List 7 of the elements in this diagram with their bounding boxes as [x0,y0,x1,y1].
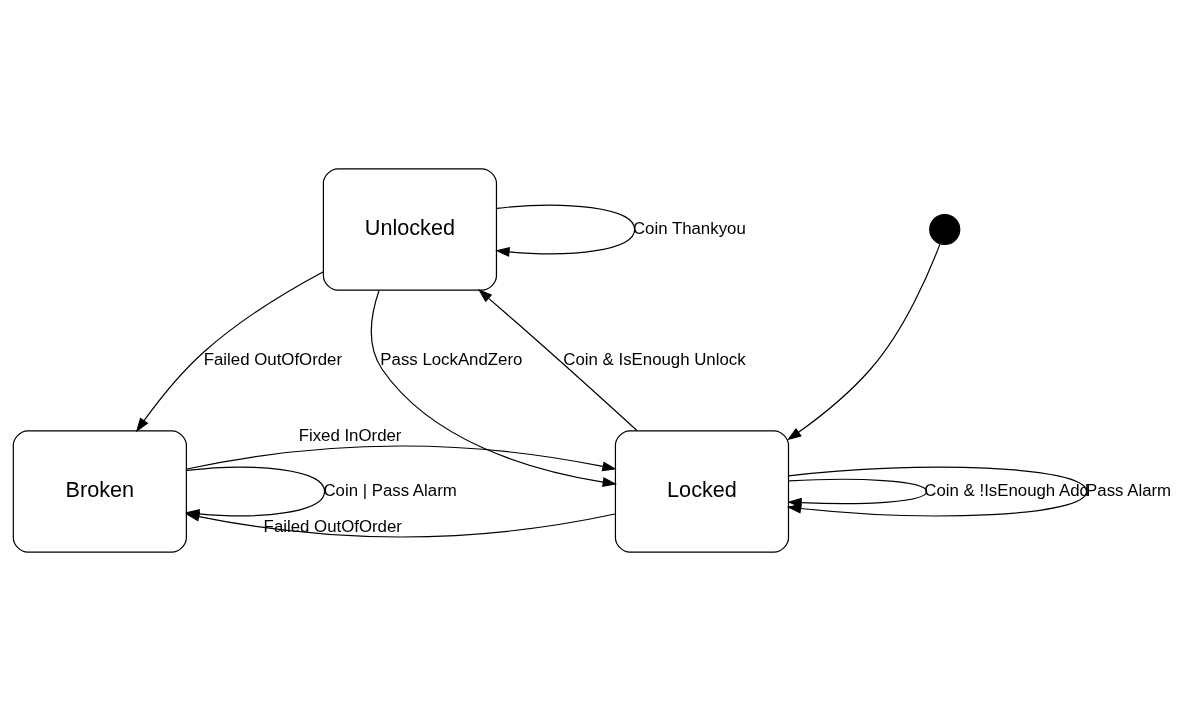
edge-label: Pass LockAndZero [380,349,523,369]
edge-label: Failed OutOfOrder [203,349,343,369]
edge-label: Coin | Pass Alarm [323,480,457,500]
edge-label: Pass Alarm [1086,480,1172,500]
edge-label: Fixed InOrder [298,425,402,445]
edge-label: Coin Thankyou [632,218,746,238]
edge-label: Coin & IsEnough Unlock [563,349,746,369]
